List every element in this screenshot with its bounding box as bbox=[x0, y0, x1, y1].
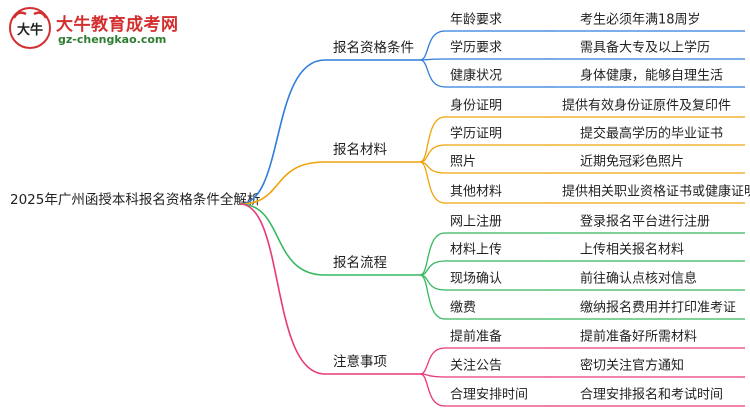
branch-2-item-2-name: 学历证明 bbox=[450, 126, 502, 142]
branch-1-item-3-name: 健康状况 bbox=[450, 68, 502, 84]
branch-4-label: 注意事项 bbox=[333, 353, 387, 370]
branch-2-item-4-desc: 提供相关职业资格证书或健康证明 bbox=[562, 184, 750, 200]
branch-4-item-3-connector bbox=[419, 373, 446, 407]
branch-2-item-4-connector bbox=[419, 161, 446, 204]
branch-3-connector bbox=[239, 203, 326, 276]
branch-2-item-4-name: 其他材料 bbox=[450, 185, 502, 200]
branch-4-item-2-name: 关注公告 bbox=[450, 359, 502, 374]
branch-4-connector bbox=[239, 203, 326, 375]
branch-1-item-2-desc: 需具备大专及以上学历 bbox=[580, 40, 710, 56]
branch-2-item-2-connector bbox=[419, 144, 446, 163]
branch-2-item-1-name: 身份证明 bbox=[450, 98, 502, 114]
branch-2-item-3-name: 照片 bbox=[450, 155, 476, 170]
branch-3-label: 报名流程 bbox=[333, 255, 387, 271]
branch-3-item-3-desc: 前往确认点核对信息 bbox=[580, 271, 697, 287]
branch-1-item-1-connector bbox=[419, 30, 446, 61]
branch-2-label: 报名材料 bbox=[333, 142, 387, 158]
branch-4-item-1-name: 提前准备 bbox=[450, 329, 502, 345]
branch-3-item-4-name: 缴费 bbox=[450, 301, 476, 316]
branch-1-item-2-connector bbox=[419, 58, 446, 61]
branch-1-connector bbox=[239, 59, 326, 205]
branch-4-item-3-name: 合理安排时间 bbox=[450, 388, 528, 403]
branch-1-item-1-name: 年龄要求 bbox=[450, 13, 502, 28]
site-logo[interactable]: 大牛 大牛教育成考网 gz-chengkao.com bbox=[8, 6, 188, 52]
branch-4-item-3-desc: 合理安排报名和考试时间 bbox=[580, 387, 723, 403]
branch-2-item-3-desc: 近期免冠彩色照片 bbox=[580, 154, 684, 170]
branch-3-item-2-desc: 上传相关报名材料 bbox=[580, 242, 684, 258]
branch-1-item-2-name: 学历要求 bbox=[450, 40, 502, 56]
branch-3-item-1-desc: 登录报名平台进行注册 bbox=[580, 214, 710, 230]
root-topic: 2025年广州函授本科报名资格条件全解析 bbox=[10, 191, 260, 208]
logo-title: 大牛教育成考网 bbox=[56, 15, 179, 35]
bull-logo-icon: 大牛 bbox=[9, 7, 51, 49]
svg-text:大牛: 大牛 bbox=[17, 22, 43, 38]
branch-1-label: 报名资格条件 bbox=[333, 39, 414, 56]
branch-4-item-1-desc: 提前准备好所需材料 bbox=[580, 329, 697, 345]
branch-4-item-1-connector bbox=[419, 347, 446, 375]
branch-3-item-2-name: 材料上传 bbox=[450, 243, 502, 258]
branch-4-item-2-desc: 密切关注官方通知 bbox=[580, 358, 684, 374]
branch-1-item-3-desc: 身体健康，能够自理生活 bbox=[580, 68, 723, 84]
branch-2-item-2-desc: 提交最高学历的毕业证书 bbox=[580, 126, 723, 142]
branch-3-item-1-name: 网上注册 bbox=[450, 215, 502, 230]
logo-url: gz-chengkao.com bbox=[58, 33, 167, 46]
branch-3-item-4-connector bbox=[419, 274, 446, 320]
branch-3-item-4-desc: 缴纳报名费用并打印准考证 bbox=[580, 300, 736, 316]
branch-2-item-1-desc: 提供有效身份证原件及复印件 bbox=[562, 98, 731, 114]
branch-3-item-3-name: 现场确认 bbox=[450, 272, 502, 287]
branch-1-item-3-connector bbox=[419, 59, 446, 88]
branch-3-item-1-connector bbox=[419, 232, 446, 276]
branch-2-connector bbox=[239, 161, 326, 205]
branch-2-item-1-connector bbox=[419, 116, 446, 163]
branch-1-item-1-desc: 考生必须年满18周岁 bbox=[580, 13, 701, 28]
